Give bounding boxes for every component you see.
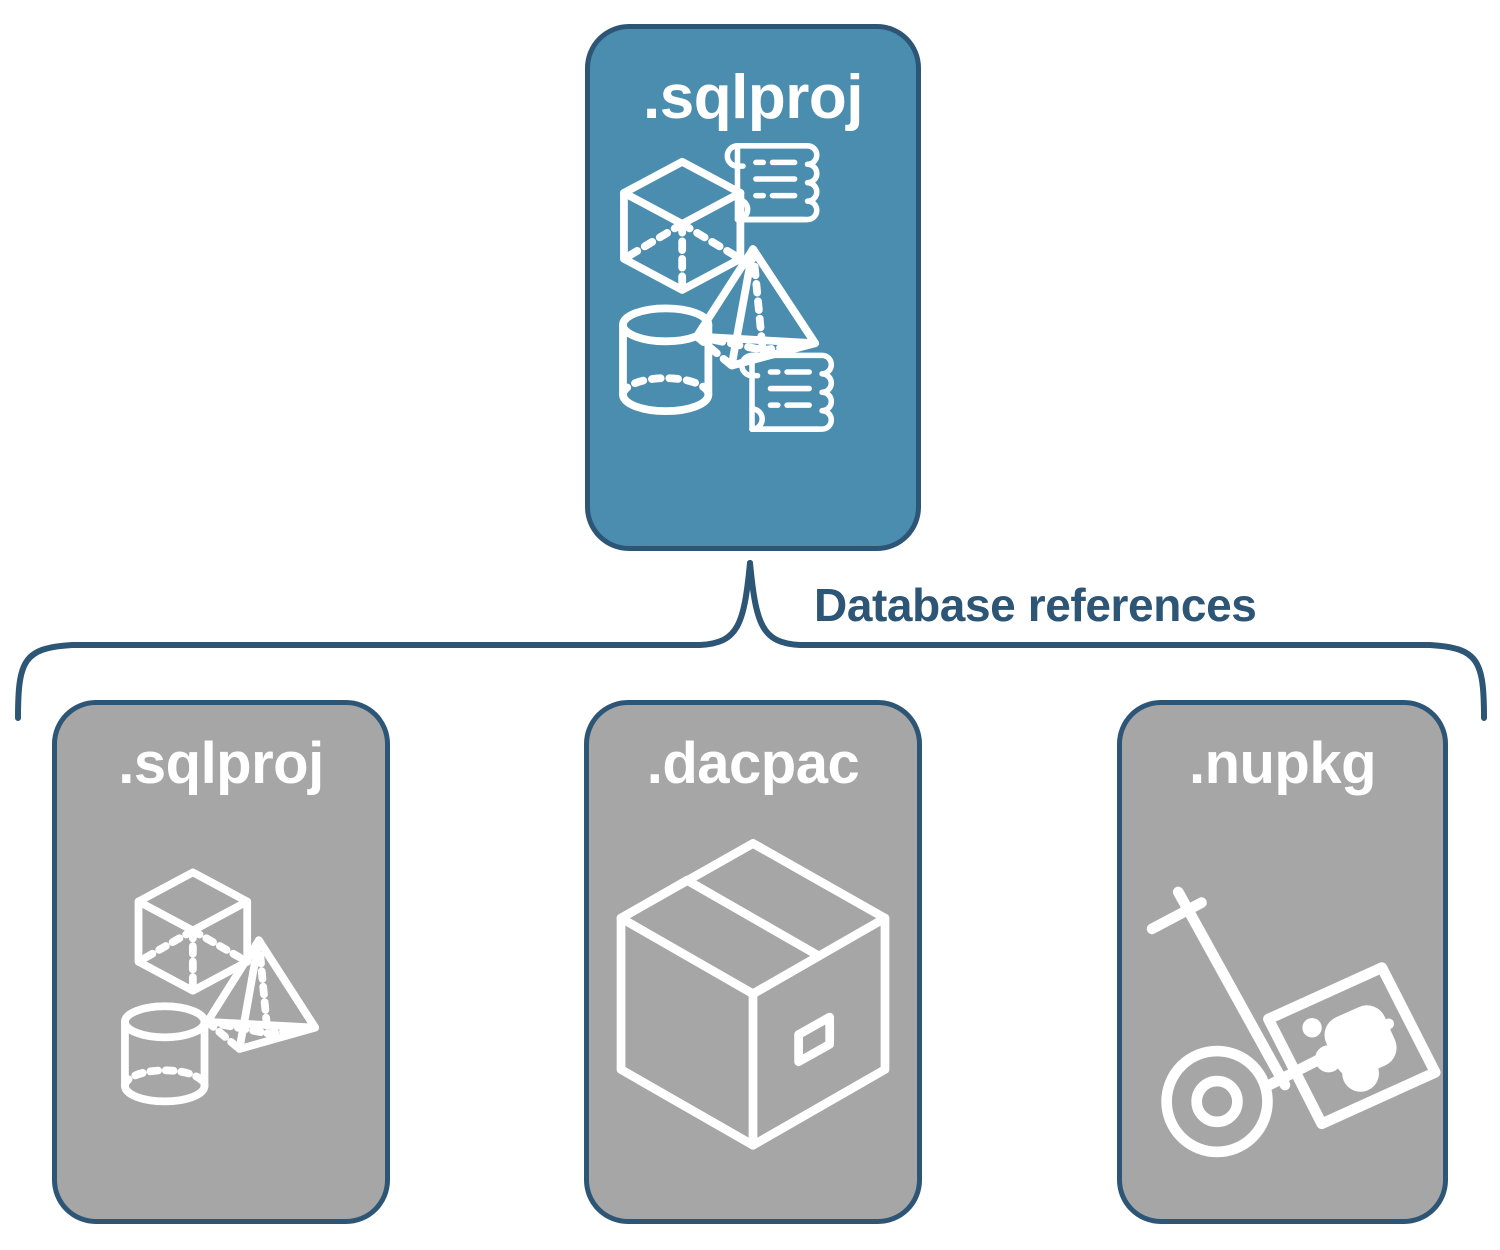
reference-card-title-dacpac: .dacpac xyxy=(646,731,860,796)
reference-card-title-nupkg: .nupkg xyxy=(1188,731,1377,796)
wireframe-cylinder-icon xyxy=(121,1002,209,1106)
reference-card-art-nupkg xyxy=(1122,793,1443,1219)
connector-label: Database references xyxy=(814,579,1257,631)
scroll-document-icon-top xyxy=(724,143,820,223)
shipping-box-icon xyxy=(616,839,890,1150)
reference-card-sqlproj[interactable]: .sqlproj xyxy=(52,700,390,1224)
wireframe-pyramid-icon xyxy=(203,936,320,1053)
wireframe-pyramid-icon xyxy=(692,245,819,370)
wireframe-cylinder-icon xyxy=(619,304,713,416)
sqlproj-shapes-group xyxy=(121,868,320,1106)
root-shapes-group xyxy=(619,143,835,432)
reference-card-art-sqlproj xyxy=(57,793,385,1219)
wireframe-cube-icon xyxy=(620,157,745,294)
root-card-sqlproj[interactable]: .sqlproj xyxy=(585,24,921,551)
nupkg-shapes-group xyxy=(1146,886,1441,1158)
root-card-art xyxy=(590,129,916,546)
hand-truck-package-icon xyxy=(1146,886,1441,1158)
reference-card-art-dacpac xyxy=(589,793,917,1219)
dacpac-shapes-group xyxy=(616,839,890,1150)
root-card-title: .sqlproj xyxy=(643,63,863,132)
reference-card-nupkg[interactable]: .nupkg xyxy=(1117,700,1448,1224)
reference-card-title-sqlproj: .sqlproj xyxy=(118,731,324,796)
scroll-document-icon-bottom xyxy=(739,352,835,432)
wireframe-cube-icon xyxy=(134,868,252,995)
reference-card-dacpac[interactable]: .dacpac xyxy=(584,700,922,1224)
